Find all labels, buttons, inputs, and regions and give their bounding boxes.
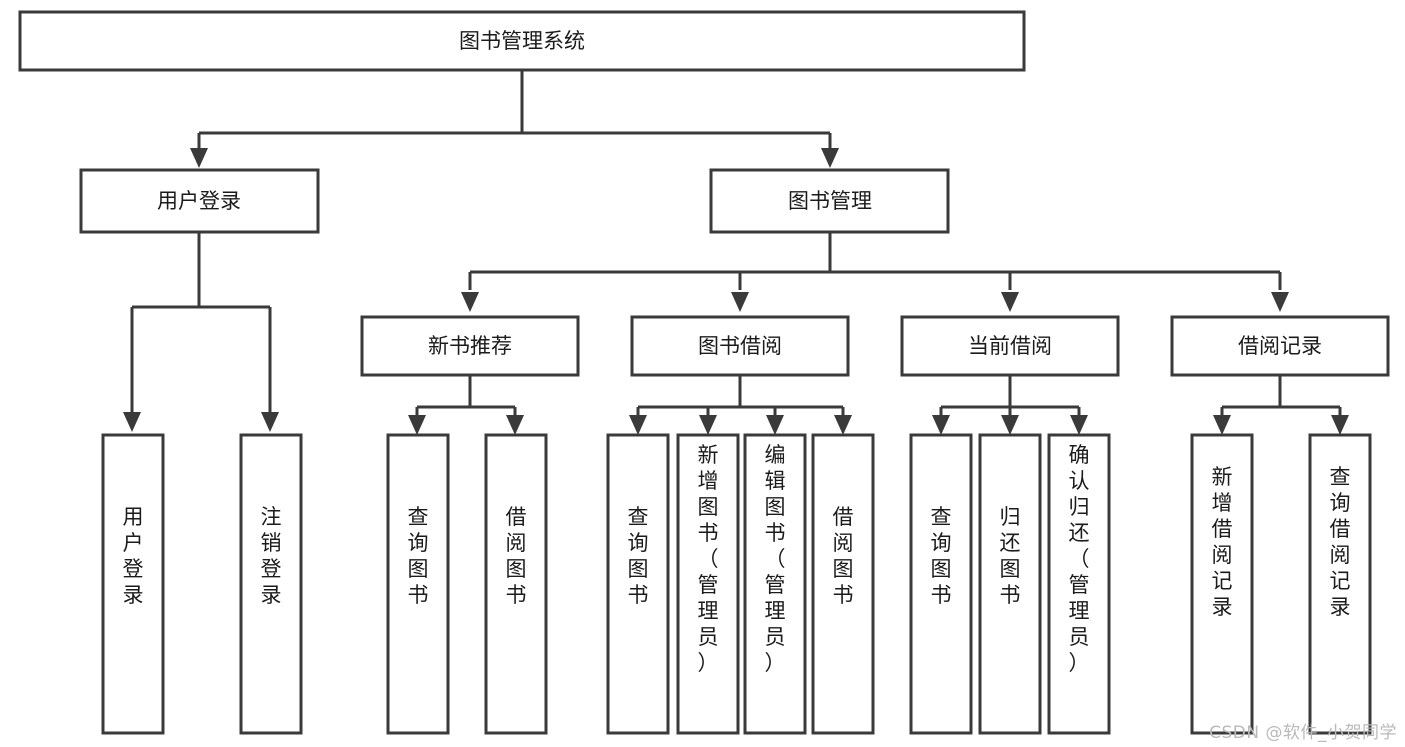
node-leaf-query-record-label: 查询借阅记录 <box>1330 465 1351 619</box>
node-root[interactable]: 图书管理系统 <box>18 10 1026 72</box>
node-leaf-query-record-box[interactable] <box>1308 433 1372 735</box>
node-leaf-edit-book[interactable]: 编辑图书（管理员） <box>743 433 807 735</box>
node-leaf-query-book-3-label: 查询图书 <box>931 505 952 607</box>
node-leaf-add-record[interactable]: 新增借阅记录 <box>1190 433 1254 735</box>
node-leaf-return-book-label: 归还图书 <box>1000 505 1021 607</box>
arrow-to-leaf-borrow-book-2 <box>834 415 852 435</box>
arrow-to-leaf-query-book-1 <box>408 415 426 435</box>
node-user-login-box[interactable] <box>79 168 320 234</box>
node-leaf-user-login[interactable]: 用户登录 <box>101 433 165 735</box>
node-borrow-record-box[interactable] <box>1170 315 1390 377</box>
node-leaf-query-book-2[interactable]: 查询图书 <box>606 433 670 735</box>
node-book-borrow-label: 图书借阅 <box>698 334 782 358</box>
node-leaf-logout-login-label: 注销登录 <box>261 505 282 607</box>
arrow-to-leaf-edit-book <box>766 415 784 435</box>
node-book-management-box[interactable] <box>709 168 950 234</box>
arrow-to-leaf-query-book-2 <box>629 415 647 435</box>
node-leaf-return-book[interactable]: 归还图书 <box>978 433 1042 735</box>
node-leaf-add-book-label: 新增图书（管理员） <box>698 443 719 675</box>
node-leaf-borrow-book-1[interactable]: 借阅图书 <box>484 433 548 735</box>
arrow-to-leaf-return-book <box>1001 415 1019 435</box>
node-leaf-query-book-3-box[interactable] <box>909 433 973 735</box>
node-user-login[interactable]: 用户登录 <box>79 168 320 234</box>
node-new-book-recommend-label: 新书推荐 <box>428 334 512 358</box>
node-leaf-borrow-book-2-label: 借阅图书 <box>833 505 854 607</box>
node-leaf-confirm-return-box[interactable] <box>1047 433 1111 735</box>
node-user-login-label: 用户登录 <box>157 189 241 213</box>
node-book-borrow-box[interactable] <box>630 315 850 377</box>
node-root-label: 图书管理系统 <box>459 29 585 53</box>
arrow-to-leaf-confirm-return <box>1070 415 1088 435</box>
arrow-to-leaf-user-login <box>123 412 141 432</box>
arrow-to-book-management <box>821 148 839 168</box>
arrow-to-leaf-add-record <box>1213 415 1231 435</box>
arrow-to-leaf-add-book <box>699 415 717 435</box>
arrow-to-book-borrow <box>731 292 749 312</box>
arrow-to-leaf-query-book-3 <box>932 415 950 435</box>
node-leaf-borrow-book-2-box[interactable] <box>811 433 875 735</box>
node-leaf-logout-login[interactable]: 注销登录 <box>239 433 303 735</box>
node-root-box[interactable] <box>18 10 1026 72</box>
node-leaf-add-record-label: 新增借阅记录 <box>1212 465 1233 619</box>
node-leaf-confirm-return-label: 确认归还（管理员） <box>1069 443 1090 675</box>
node-leaf-user-login-box[interactable] <box>101 433 165 735</box>
node-leaf-confirm-return[interactable]: 确认归还（管理员） <box>1047 433 1111 735</box>
arrow-to-user-login <box>190 148 208 168</box>
node-new-book-recommend-box[interactable] <box>360 315 580 377</box>
node-leaf-add-record-box[interactable] <box>1190 433 1254 735</box>
node-leaf-query-book-1-box[interactable] <box>386 433 450 735</box>
node-leaf-user-login-label: 用户登录 <box>123 505 144 607</box>
node-current-borrow[interactable]: 当前借阅 <box>900 315 1120 377</box>
node-new-book-recommend[interactable]: 新书推荐 <box>360 315 580 377</box>
node-leaf-query-book-2-label: 查询图书 <box>628 505 649 607</box>
connector-layer <box>123 70 1349 435</box>
node-leaf-query-book-3[interactable]: 查询图书 <box>909 433 973 735</box>
arrow-to-leaf-logout-login <box>261 412 279 432</box>
arrow-to-leaf-borrow-book-1 <box>506 415 524 435</box>
arrow-to-leaf-query-record <box>1331 415 1349 435</box>
node-leaf-add-book-box[interactable] <box>676 433 740 735</box>
node-leaf-borrow-book-1-label: 借阅图书 <box>506 505 527 607</box>
node-leaf-query-record[interactable]: 查询借阅记录 <box>1308 433 1372 735</box>
node-leaf-add-book[interactable]: 新增图书（管理员） <box>676 433 740 735</box>
node-leaf-edit-book-box[interactable] <box>743 433 807 735</box>
arrow-to-current-borrow <box>1001 292 1019 312</box>
node-book-borrow[interactable]: 图书借阅 <box>630 315 850 377</box>
node-leaf-edit-book-label: 编辑图书（管理员） <box>765 443 786 675</box>
node-leaf-return-book-box[interactable] <box>978 433 1042 735</box>
node-leaf-query-book-1[interactable]: 查询图书 <box>386 433 450 735</box>
node-current-borrow-label: 当前借阅 <box>968 334 1052 358</box>
arrow-to-borrow-record <box>1271 292 1289 312</box>
node-leaf-logout-login-box[interactable] <box>239 433 303 735</box>
node-current-borrow-box[interactable] <box>900 315 1120 377</box>
node-leaf-query-book-1-label: 查询图书 <box>408 505 429 607</box>
node-borrow-record[interactable]: 借阅记录 <box>1170 315 1390 377</box>
node-leaf-borrow-book-1-box[interactable] <box>484 433 548 735</box>
node-book-management[interactable]: 图书管理 <box>709 168 950 234</box>
csdn-watermark: CSDN @软件_小贺同学 <box>1209 723 1397 743</box>
node-borrow-record-label: 借阅记录 <box>1238 334 1322 358</box>
node-leaf-borrow-book-2[interactable]: 借阅图书 <box>811 433 875 735</box>
arrow-to-new-book-recommend <box>461 292 479 312</box>
node-book-management-label: 图书管理 <box>788 189 872 213</box>
node-leaf-query-book-2-box[interactable] <box>606 433 670 735</box>
